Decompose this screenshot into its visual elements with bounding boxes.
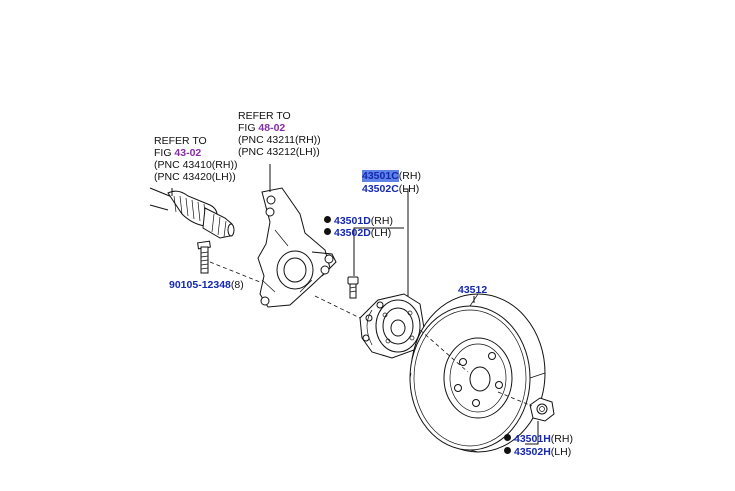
part-link-43501D[interactable]: 43501D [334,215,371,227]
fig-prefix: FIG [154,147,175,159]
brake-disc-drawing [409,293,546,453]
pnc-lh-text: (PNC 43420(LH)) [154,171,236,183]
part-link-43501C[interactable]: 43501C [362,170,399,182]
side-rh: (RH) [370,215,393,227]
side-lh: (LH) [370,227,392,239]
bullet-icon [504,447,511,454]
hub-bolt-drawing [347,276,359,299]
bullet-icon [324,228,331,235]
fig-prefix: FIG [238,122,259,134]
nut-rh-label: 43501H(RH) [504,433,573,445]
bullet-icon [324,216,331,223]
fig-link-48-02[interactable]: 48-02 [258,122,286,134]
pnc-lh-text: (PNC 43212(LH)) [238,146,320,158]
refer-to-text: REFER TO [154,135,207,147]
quantity-text: (8) [230,279,244,291]
hub-bearing-drawing [359,293,425,359]
side-lh: (LH) [550,446,572,458]
part-link-90105-12348[interactable]: 90105-12348 [169,279,231,291]
bullet-icon [504,434,511,441]
steering-knuckle-drawing [257,187,337,308]
part-link-43502D[interactable]: 43502D [334,227,371,239]
stud-label: 90105-12348(8) [169,279,244,291]
fig-link-43-02[interactable]: 43-02 [174,147,202,159]
disc-label: 43512 [458,284,487,296]
pnc-rh-text: (PNC 43211(RH)) [238,134,321,146]
pnc-rh-text: (PNC 43410(RH)) [154,159,238,171]
drive-shaft-refer-callout: REFER TO FIG 43-02 (PNC 43410(RH)) (PNC … [154,135,237,183]
side-lh: (LH) [398,183,420,195]
part-link-43512[interactable]: 43512 [458,284,488,296]
assembly-centerline [209,261,533,407]
stud-bolt-drawing [197,240,211,274]
knuckle-refer-callout: REFER TO FIG 48-02 (PNC 43211(RH)) (PNC … [238,110,321,158]
part-link-43502C[interactable]: 43502C [362,183,399,195]
hub-rh-label: 43501C(RH) [362,170,421,182]
hub-bolt-rh-label: 43501D(RH) [324,215,393,227]
hub-nut-drawing [529,397,555,422]
part-link-43501H[interactable]: 43501H [514,433,551,445]
hub-lh-label: 43502C(LH) [362,183,419,195]
nut-lh-label: 43502H(LH) [504,446,571,458]
side-rh: (RH) [550,433,573,445]
part-link-43502H[interactable]: 43502H [514,446,551,458]
side-rh: (RH) [398,170,421,182]
hub-bolt-lh-label: 43502D(LH) [324,227,391,239]
drive-shaft-drawing [149,187,235,239]
refer-to-text: REFER TO [238,110,291,122]
leader-lines [171,164,539,445]
